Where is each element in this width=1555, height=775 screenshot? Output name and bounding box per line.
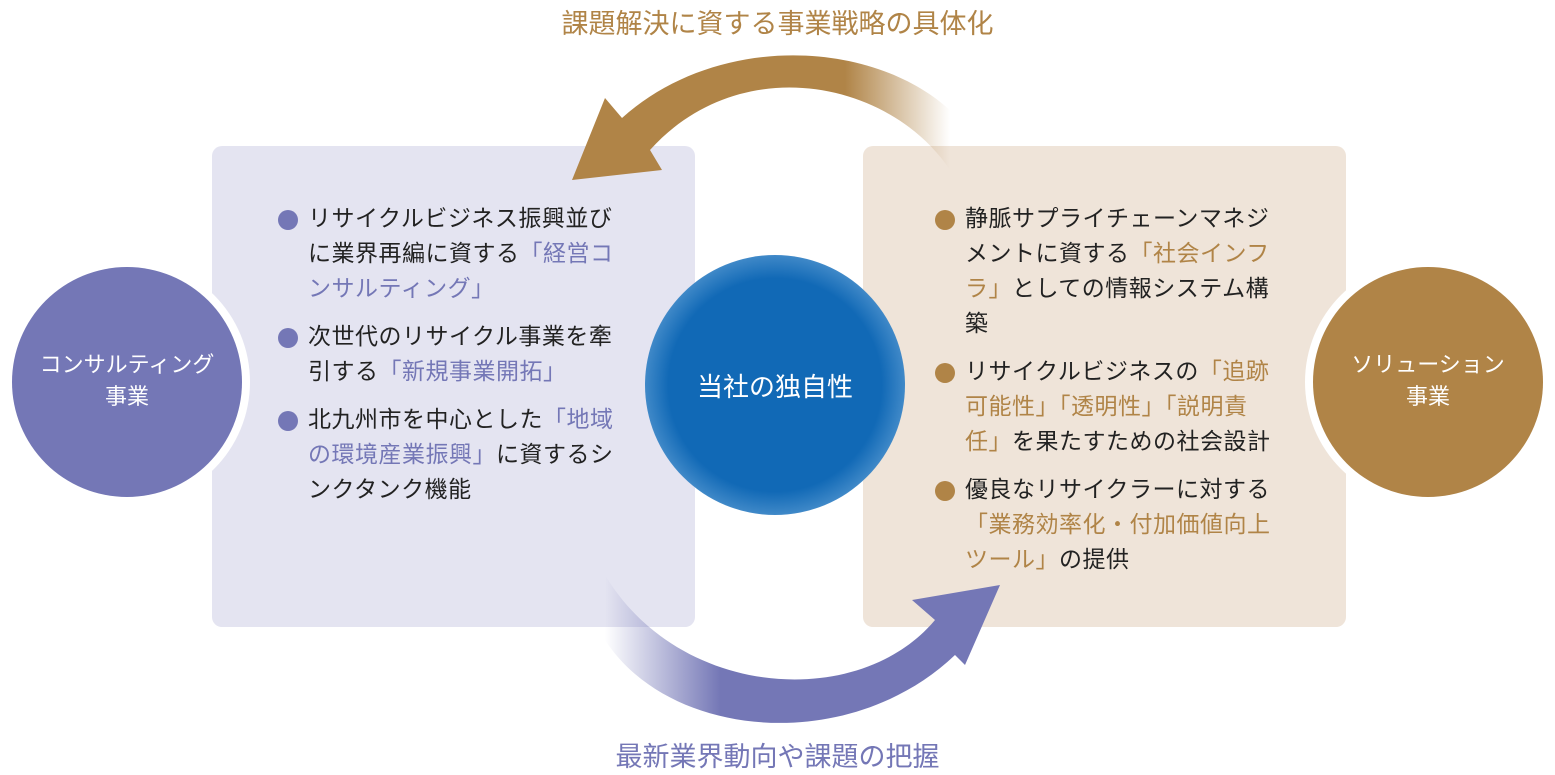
- item-text: 優良なリサイクラーに対する: [965, 477, 1271, 503]
- list-item: 次世代のリサイクル事業を牽引する「新規事業開拓」: [278, 320, 623, 390]
- item-text: 静脈サプライチェーンマネジメントに資する: [965, 206, 1270, 267]
- item-highlight: 「追跡可能性」「透明性」「説明責 任」: [965, 359, 1271, 455]
- item-highlight: 「経営コンサルティング」: [308, 241, 614, 302]
- item-highlight: 「地域の環境産業振興」: [308, 407, 614, 468]
- bullet-icon: [935, 210, 955, 230]
- bullet-icon: [935, 363, 955, 383]
- circle-label: 事業: [1405, 385, 1450, 410]
- item-text-tail: としての情報システム構築: [965, 276, 1270, 337]
- item-text: 次世代のリサイクル事業を牽引する: [308, 324, 613, 385]
- list-item: 優良なリサイクラーに対する「業務効率化・付加価値向上ツール」の提供: [935, 473, 1280, 578]
- uniqueness-circle: 当社の独自性: [645, 255, 905, 515]
- list-item: リサイクルビジネスの「追跡可能性」「透明性」「説明責 任」を果たすための社会設計: [935, 355, 1280, 460]
- list-item: 静脈サプライチェーンマネジメントに資する「社会インフラ」としての情報システム構築: [935, 202, 1280, 342]
- item-highlight: 「業務効率化・付加価値向上ツール」: [965, 512, 1271, 573]
- bullet-icon: [935, 481, 955, 501]
- item-text: 北九州市を中心とした: [308, 407, 543, 433]
- list-item: リサイクルビジネス振興並びに業界再編に資する「経営コンサルティング」: [278, 202, 623, 307]
- item-text: リサイクルビジネスの: [965, 359, 1199, 385]
- circle-label: 事業: [104, 385, 149, 410]
- bottom-caption: 最新業界動向や課題の把握: [615, 742, 940, 773]
- top-arrow: [572, 55, 955, 180]
- consulting-list: リサイクルビジネス振興並びに業界再編に資する「経営コンサルティング」 次世代のリ…: [278, 202, 623, 521]
- item-text: リサイクルビジネス振興並びに業界再編に資する: [308, 206, 613, 267]
- bullet-icon: [278, 210, 298, 230]
- solution-circle: ソリューション事業: [1313, 267, 1543, 497]
- bullet-icon: [278, 328, 298, 348]
- top-caption: 課題解決に資する事業戦略の具体化: [561, 9, 994, 40]
- circle-label: コンサルティング: [39, 353, 215, 378]
- item-text-tail: の提供: [1059, 547, 1130, 573]
- center-label: 当社の独自性: [696, 372, 853, 403]
- circle-label: ソリューション: [1351, 353, 1505, 378]
- solution-list: 静脈サプライチェーンマネジメントに資する「社会インフラ」としての情報システム構築…: [935, 202, 1280, 591]
- item-highlight: 「新規事業開拓」: [378, 359, 567, 385]
- consulting-circle: コンサルティング事業: [12, 267, 242, 497]
- item-text-tail: に資するシンクタンク機能: [308, 442, 614, 503]
- item-text-tail: を果たすための社会設計: [1012, 429, 1271, 455]
- item-highlight: 「社会インフラ」: [965, 241, 1270, 302]
- bottom-arrow: [605, 575, 1000, 723]
- bullet-icon: [278, 411, 298, 431]
- list-item: 北九州市を中心とした「地域の環境産業振興」に資するシンクタンク機能: [278, 403, 623, 508]
